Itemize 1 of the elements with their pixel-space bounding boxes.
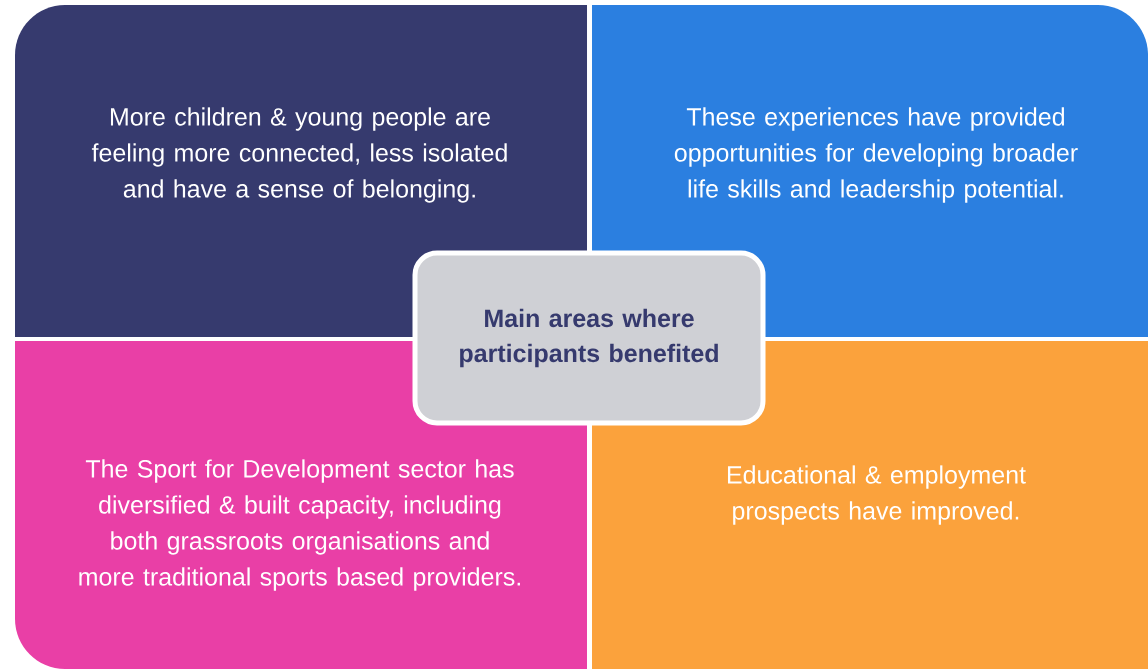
center-box: Main areas where participants benefited xyxy=(412,250,766,426)
